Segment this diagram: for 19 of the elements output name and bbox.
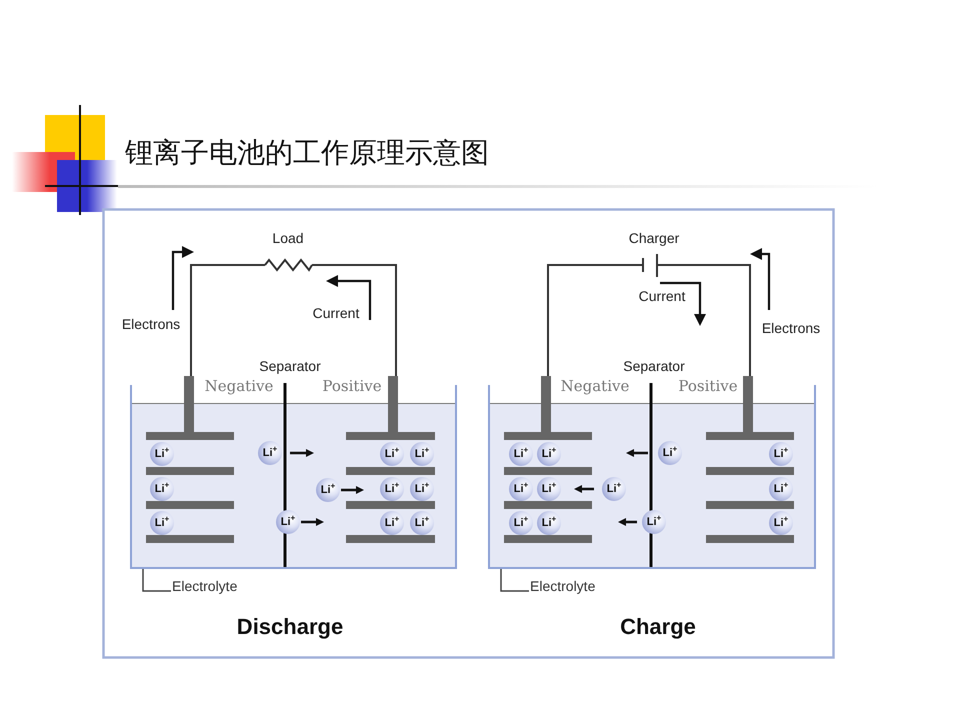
electrode-label: Negative (204, 377, 274, 395)
label: Separator (623, 358, 685, 374)
label: Separator (259, 358, 321, 374)
title: 锂离子电池的工作原理示意图 (125, 135, 489, 171)
label: Electrons (122, 316, 180, 332)
electrode-label: Positive (678, 377, 738, 395)
panel-title: Discharge (236, 614, 344, 640)
leader-line (500, 569, 529, 592)
label: Charger (628, 230, 680, 246)
panel-title: Charge (620, 614, 696, 640)
electrode-label: Positive (322, 377, 382, 395)
label: Current (312, 305, 360, 321)
leader-line (142, 569, 171, 592)
electrode-label: Negative (560, 377, 630, 395)
label: Load (272, 230, 304, 246)
label: Electrons (762, 320, 820, 336)
label: Electrolyte (530, 578, 596, 594)
label: Current (638, 288, 686, 304)
label: Electrolyte (172, 578, 238, 594)
